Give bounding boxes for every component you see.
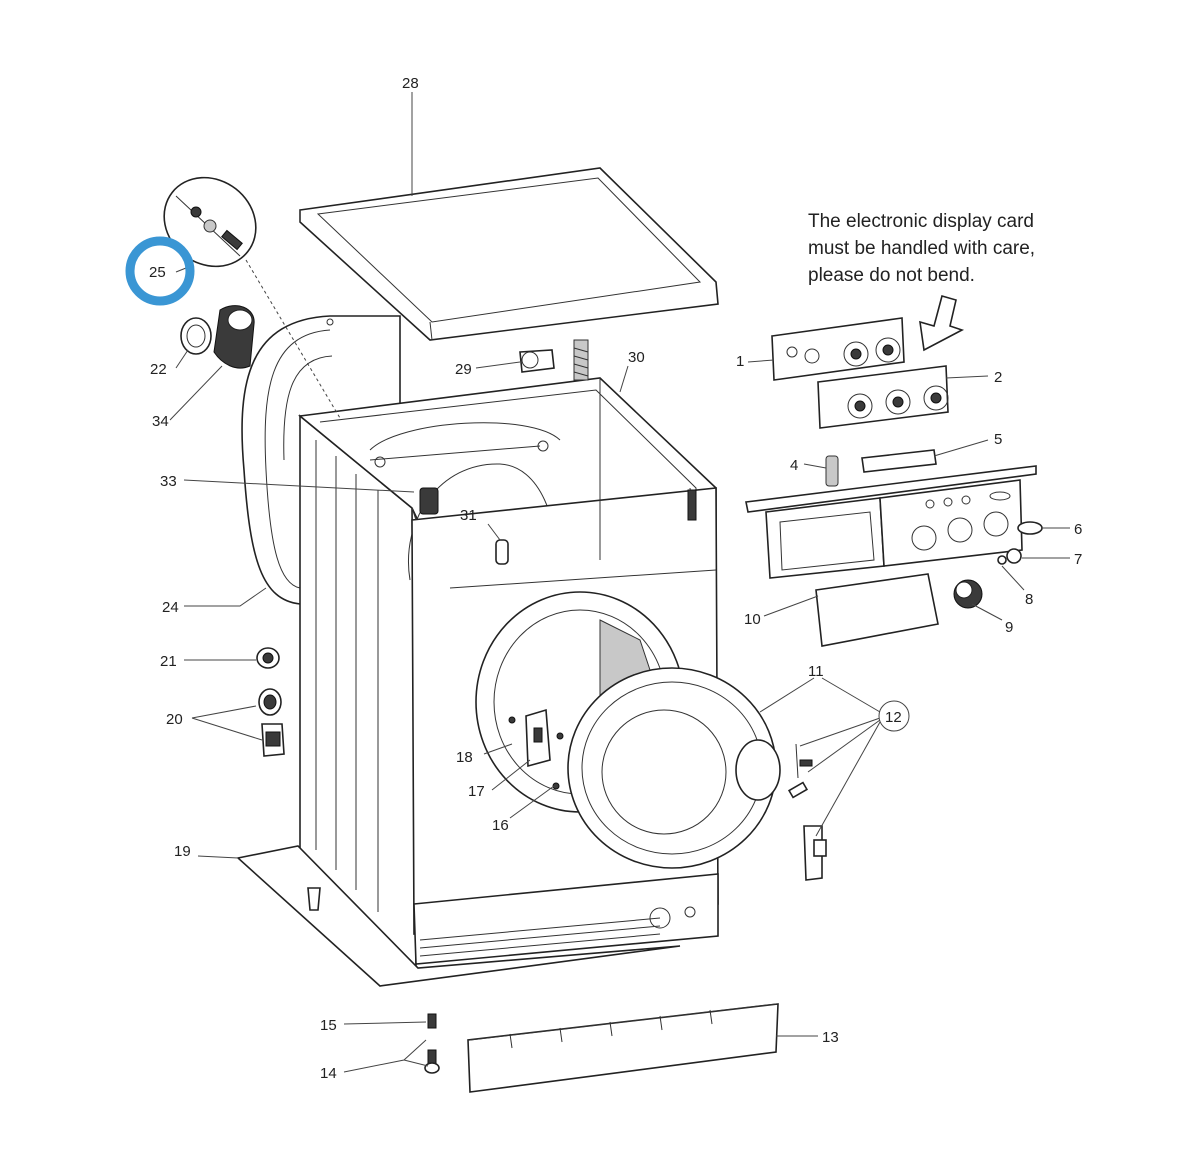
callout-5: 5 — [994, 431, 1002, 448]
base-plate-part-19 — [236, 845, 681, 987]
detergent-drawer-part-10 — [815, 573, 939, 647]
button-strip-part-5 — [861, 449, 937, 473]
clip-part-31 — [495, 539, 509, 565]
callout-30: 30 — [628, 349, 645, 366]
callout-18: 18 — [456, 749, 473, 766]
control-fascia — [745, 465, 1037, 579]
callout-14: 14 — [320, 1065, 337, 1082]
hinge-part-17 — [508, 708, 564, 790]
callout-9: 9 — [1005, 619, 1013, 636]
inset-bubble-part-25 — [163, 176, 257, 268]
care-note: The electronic display card must be hand… — [808, 208, 1108, 289]
care-note-line-1: The electronic display card — [808, 211, 1034, 232]
callout-28: 28 — [402, 75, 419, 92]
callout-19: 19 — [174, 843, 191, 860]
damper-part-33 — [419, 487, 439, 515]
callout-21: 21 — [160, 653, 177, 670]
callout-10: 10 — [744, 611, 761, 628]
callout-8: 8 — [1025, 591, 1033, 608]
indicator-part-6 — [1017, 521, 1043, 535]
clamp-part-21 — [256, 647, 280, 669]
ring-part-22 — [180, 317, 212, 355]
care-note-line-3: please do not bend. — [808, 265, 975, 286]
pump-parts-20 — [258, 688, 285, 757]
callout-12: 12 — [885, 709, 902, 726]
clip-part-15 — [427, 1013, 437, 1029]
callout-4: 4 — [790, 457, 798, 474]
kick-plate-part-13 — [467, 1003, 779, 1093]
callout-20: 20 — [166, 711, 183, 728]
buttons-part-4 — [825, 455, 839, 487]
callout-29: 29 — [455, 361, 472, 378]
callout-34: 34 — [152, 413, 169, 430]
callout-13: 13 — [822, 1029, 839, 1046]
callout-2: 2 — [994, 369, 1002, 386]
door-part-11 — [567, 667, 781, 869]
callout-22: 22 — [150, 361, 167, 378]
highlight-ring — [125, 236, 195, 306]
callout-7: 7 — [1074, 551, 1082, 568]
callout-15: 15 — [320, 1017, 337, 1034]
callout-6: 6 — [1074, 521, 1082, 538]
top-lid-part-28 — [299, 167, 719, 341]
spring-part-30 — [573, 339, 589, 381]
foot-part-14 — [424, 1049, 440, 1074]
callout-17: 17 — [468, 783, 485, 800]
display-card-part-1 — [771, 317, 905, 381]
leader-lines — [169, 92, 1070, 1073]
handle-with-care-arrow — [919, 295, 965, 352]
control-card-part-2 — [817, 365, 949, 429]
lock-parts-12 — [787, 743, 827, 881]
callout-1: 1 — [736, 353, 744, 370]
callout-11: 11 — [808, 663, 824, 680]
callout-25: 25 — [149, 264, 166, 281]
knob-parts-7-8 — [997, 548, 1022, 565]
callout-33: 33 — [160, 473, 177, 490]
callout-31: 31 — [460, 507, 477, 524]
callout-16: 16 — [492, 817, 509, 834]
callout-24: 24 — [162, 599, 179, 616]
inset-leader-dashed — [245, 259, 341, 419]
callout-labels: 28 29 30 1 2 4 5 6 7 8 9 10 11 12 13 14 … — [150, 75, 1082, 1082]
care-note-line-2: must be handled with care, — [808, 238, 1036, 259]
sump-hose-part-34 — [213, 305, 255, 369]
knob-part-9 — [953, 579, 983, 609]
callout-12-circle — [878, 700, 910, 732]
highlight-callout-25: 25 — [125, 236, 195, 306]
bracket-part-29 — [519, 349, 555, 373]
